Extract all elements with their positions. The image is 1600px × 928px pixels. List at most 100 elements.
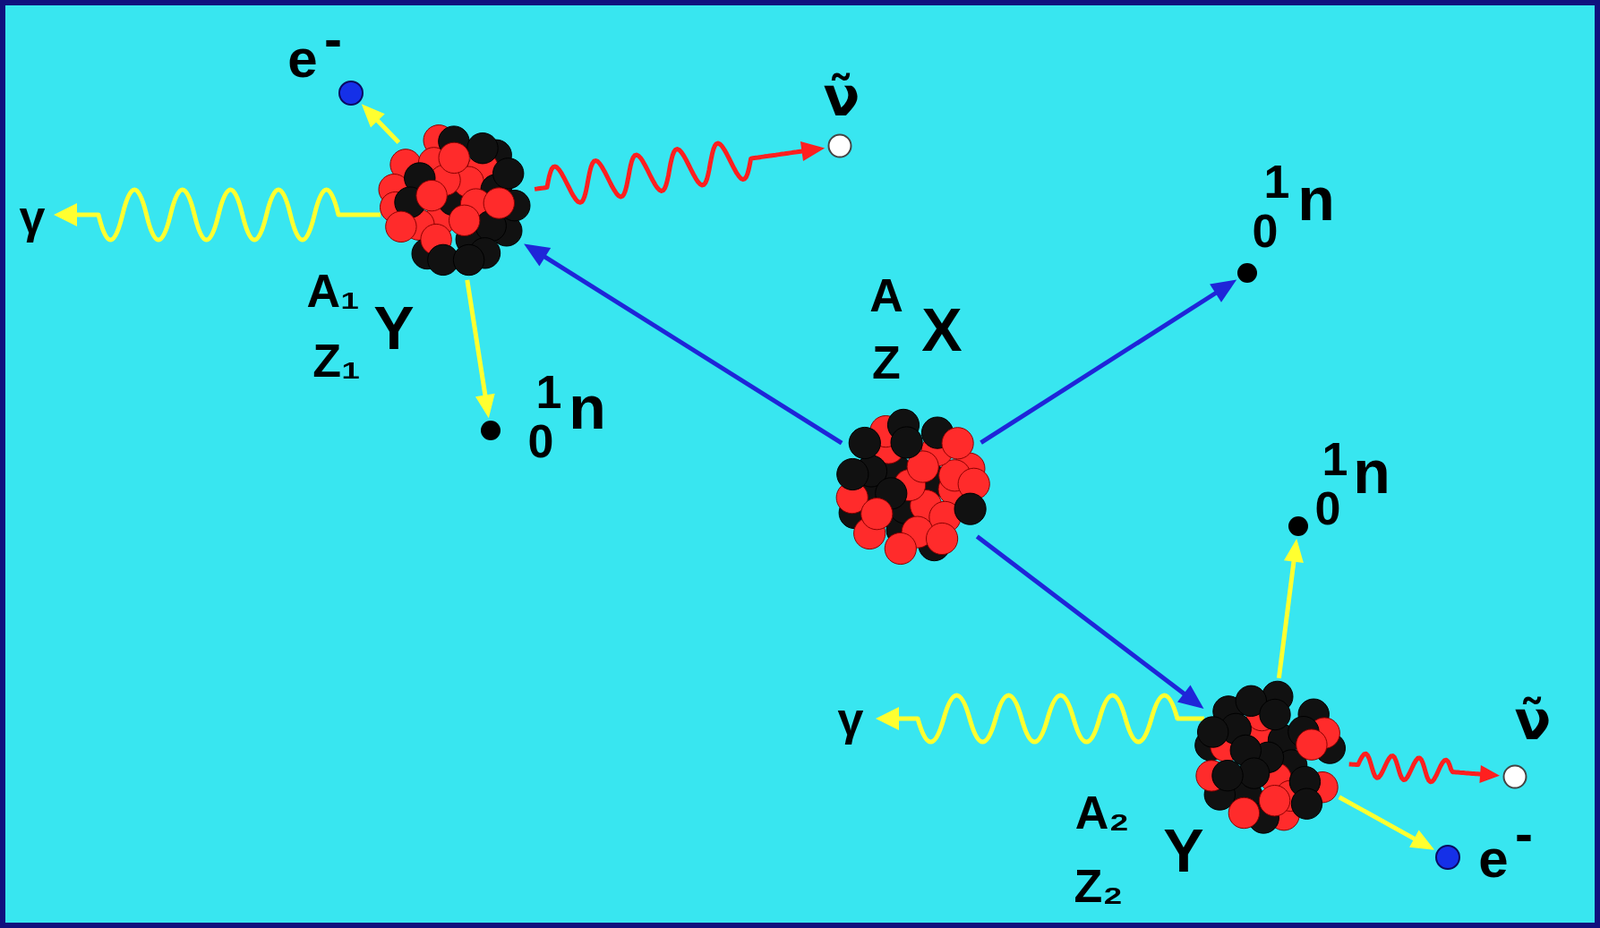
arrowhead [361, 103, 386, 128]
particle-symbol: - [1514, 807, 1533, 862]
neutron-ball [1238, 758, 1269, 789]
gamma-arrowhead [53, 203, 78, 227]
antineutrino-particle: ν̃ [827, 133, 853, 159]
emission-arrow [467, 280, 496, 419]
neutron-ball [493, 158, 524, 189]
proton-ball [385, 211, 417, 242]
neutron-ball [1197, 717, 1229, 748]
proton-ball [1258, 786, 1290, 817]
proton-ball [483, 188, 514, 219]
nucleus-shape [830, 406, 993, 568]
connector-line [981, 292, 1218, 444]
fission-arrow [523, 243, 842, 444]
particle-symbol: 0 [1315, 485, 1342, 532]
electron-shape [338, 80, 364, 106]
neutron-ball [467, 133, 498, 164]
arrowhead [1409, 830, 1435, 851]
nucleus-shape [376, 121, 534, 280]
neutron-ball [1212, 761, 1243, 792]
connector-line [1339, 797, 1417, 840]
gamma-label: γ [838, 695, 865, 743]
antineutrino-shape [827, 133, 853, 159]
gamma-wave [895, 695, 1205, 743]
particle-symbol: - [324, 12, 343, 67]
arrowhead [1177, 685, 1205, 711]
antineutrino-wave [1349, 753, 1500, 784]
particle-symbol: Y [1163, 820, 1204, 882]
fission-arrow [976, 537, 1204, 710]
gamma-arrowhead [875, 707, 899, 731]
emission-arrow [1339, 797, 1435, 851]
neutron-ball [453, 244, 484, 275]
neutron-shape [1288, 516, 1309, 537]
neutron-dot [1288, 516, 1309, 537]
particle-symbol: n [1352, 441, 1391, 503]
antineutrino-particle: ν̃ [1502, 764, 1528, 790]
arrowhead [1479, 765, 1500, 784]
particle-symbol: A₁ [306, 267, 360, 315]
particle-symbol: Y [373, 297, 414, 359]
antineutrino-dot [1504, 766, 1527, 789]
neutron-dot [480, 420, 501, 441]
neutron-dot [1237, 263, 1258, 283]
particle-symbol: Z₁ [312, 337, 360, 385]
particle-symbol: A₂ [1075, 789, 1130, 837]
proton-ball [926, 522, 959, 555]
neutron-ball [837, 458, 869, 490]
electron-shape [1435, 845, 1461, 871]
connector-line [543, 256, 842, 444]
particle-symbol: e [287, 32, 317, 86]
nucleus: A₂Z₂Y [1189, 679, 1348, 838]
neutron-ball [890, 427, 923, 459]
proton-ball [941, 427, 974, 460]
connector-line [376, 119, 400, 144]
neutron-ball [954, 493, 986, 525]
particle-symbol: A [869, 272, 904, 319]
emission-arrow [1278, 539, 1304, 679]
neutron-shape [480, 420, 501, 441]
particle-symbol: ν̃ [1514, 691, 1552, 751]
neutron-shape [1237, 263, 1258, 283]
particle-symbol: 1 [1264, 158, 1291, 206]
antineutrino-dot [829, 135, 852, 158]
particle-symbol: X [921, 299, 962, 360]
particle-symbol: 0 [528, 418, 555, 465]
proton-ball [1228, 797, 1259, 829]
electron-dot [1436, 846, 1460, 870]
arrowhead [523, 243, 551, 266]
neutron-particle: 10n [1237, 263, 1258, 283]
connector-line [1278, 560, 1294, 679]
antineutrino-wave [534, 141, 825, 203]
particle-symbol: Z₂ [1074, 863, 1124, 910]
particle-symbol: 1 [1322, 436, 1349, 483]
particle-symbol: n [568, 376, 607, 438]
arrowhead [800, 141, 825, 162]
connector-line [1349, 753, 1482, 782]
particle-symbol: n [1297, 168, 1335, 230]
particle-symbol: e [1478, 832, 1508, 887]
connector-line [976, 537, 1186, 696]
nucleus-shape [1189, 679, 1348, 838]
particle-symbol: 1 [536, 368, 563, 416]
gamma-wave [73, 189, 381, 240]
nucleus: A₁Z₁Y [376, 121, 534, 280]
neutron-ball [1291, 788, 1322, 820]
particle-symbol: 0 [1252, 207, 1279, 255]
electron-dot [339, 81, 363, 105]
arrowhead [1283, 539, 1304, 564]
emission-arrow [361, 103, 400, 143]
arrowhead [475, 393, 496, 419]
proton-ball [438, 142, 470, 173]
connector-line [534, 143, 804, 203]
nucleus: AZX [830, 406, 993, 568]
neutron-particle: 10n [480, 420, 501, 441]
neutron-ball [1259, 699, 1291, 730]
electron-particle: e- [1435, 845, 1461, 871]
particle-symbol: ν̃ [823, 67, 861, 127]
proton-ball [416, 179, 447, 211]
proton-ball [884, 532, 916, 565]
neutron-particle: 10n [1288, 516, 1309, 537]
connector-line [467, 280, 486, 398]
antineutrino-shape [1502, 764, 1528, 790]
